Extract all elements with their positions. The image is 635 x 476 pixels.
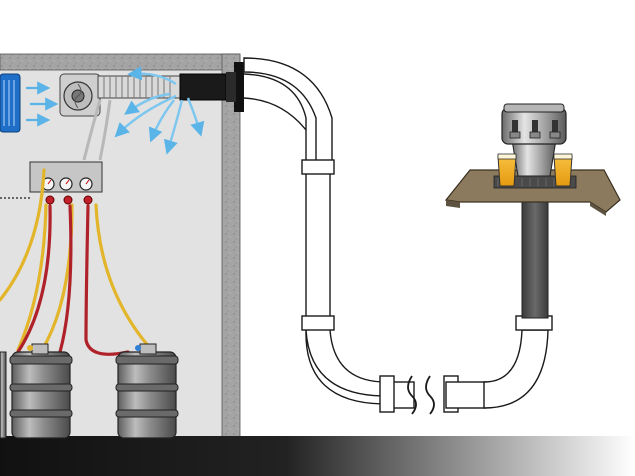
blower-fan [59,73,101,117]
evaporator-coil [0,73,21,133]
keg-right [115,343,179,439]
beer-glass-right [553,153,573,187]
keg-icon [0,343,179,439]
trunk-wall-penetration [179,62,244,112]
beer-lines [16,204,130,356]
keg-partial [0,351,7,439]
trunk-line [243,57,553,413]
tower-column [521,195,549,319]
cooler-top-wall [0,53,241,71]
draft-tower [501,103,567,177]
faucets [509,120,561,139]
beer-glass-left [497,153,517,187]
pipe-break-icon [407,375,435,415]
floor [0,436,635,476]
beer-glass-icon [497,153,573,187]
keg-left [9,343,73,439]
co2-supply-lines [82,99,112,161]
evaporator-air-arrows [26,81,59,127]
cold-air-arrows [114,66,205,155]
pressure-gauge-icon [41,177,93,191]
